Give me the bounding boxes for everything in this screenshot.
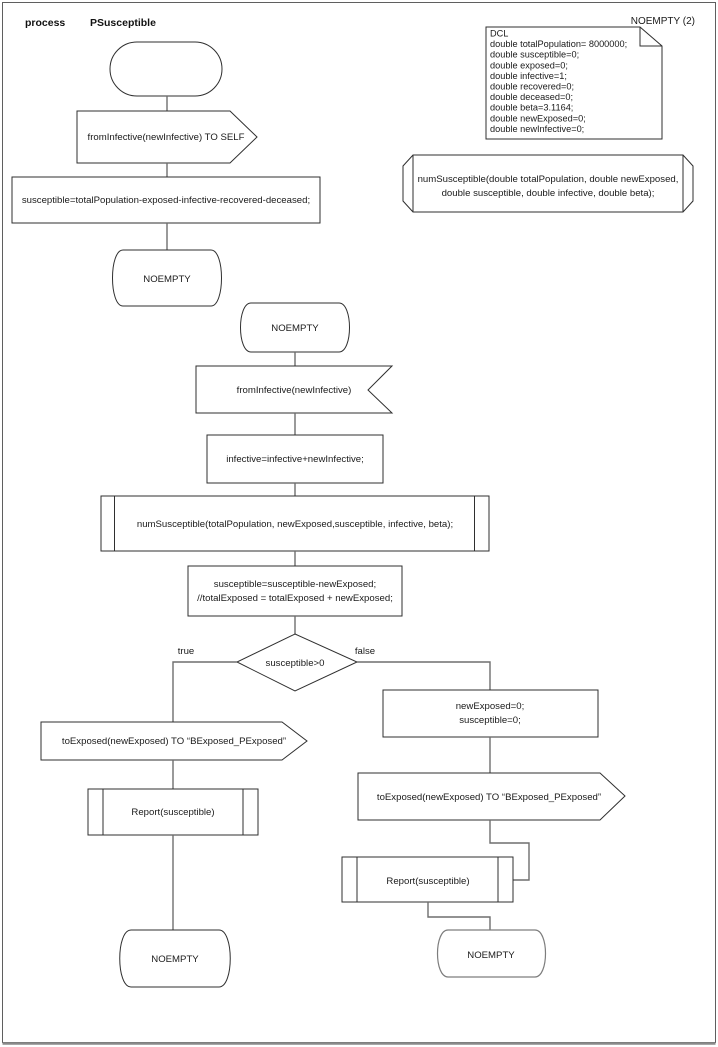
connector xyxy=(427,902,491,930)
dcl-line: double newExposed=0; xyxy=(490,113,586,123)
connector xyxy=(489,820,530,881)
state-noempty-init-shape[interactable] xyxy=(112,249,222,307)
task-reset-false-shape[interactable] xyxy=(382,689,599,738)
dcl-note-shape[interactable] xyxy=(485,26,663,140)
task-reset-false-text: susceptible=0; xyxy=(459,715,521,726)
dcl-line: double newInfective=0; xyxy=(490,124,584,134)
state-noempty-true-shape[interactable] xyxy=(119,929,231,988)
state-noempty-main-text: NOEMPTY xyxy=(271,323,319,334)
output-to-self[interactable]: fromInfective(newInfective) TO SELF xyxy=(76,110,258,164)
task-reset-false-text: newExposed=0; xyxy=(456,701,525,712)
output-to-self-text: fromInfective(newInfective) TO SELF xyxy=(88,132,245,143)
task-infective-text: infective=infective+newInfective; xyxy=(226,454,364,465)
input-from-infective[interactable]: fromInfective(newInfective) xyxy=(195,365,394,414)
dcl-note[interactable]: DCL double totalPopulation= 8000000; dou… xyxy=(485,26,663,140)
dcl-line: double totalPopulation= 8000000; xyxy=(490,39,627,49)
input-from-infective-shape[interactable] xyxy=(195,365,394,414)
dcl-note-fold-icon xyxy=(639,27,662,47)
dcl-line: double beta=3.1164; xyxy=(490,103,573,113)
dcl-line: double exposed=0; xyxy=(490,60,568,70)
procedure-declaration[interactable]: numSusceptible(double totalPopulation, d… xyxy=(402,154,694,213)
task-infective[interactable]: infective=infective+newInfective; xyxy=(206,434,384,484)
state-noempty-main-shape[interactable] xyxy=(240,302,350,353)
procedure-call-numsusceptible[interactable]: numSusceptible(totalPopulation, newExpos… xyxy=(100,495,490,552)
state-noempty-false-shape[interactable] xyxy=(437,929,546,978)
task-update-susceptible-shape[interactable] xyxy=(187,565,403,617)
dcl-line: DCL xyxy=(490,29,508,39)
output-to-exposed-false-shape[interactable] xyxy=(357,772,626,821)
procedure-report-true[interactable]: Report(susceptible) xyxy=(87,788,259,836)
task-infective-shape[interactable] xyxy=(206,434,384,484)
task-update-susceptible-text: susceptible=susceptible-newExposed; xyxy=(214,579,376,590)
state-noempty-main[interactable]: NOEMPTY xyxy=(240,302,350,353)
state-noempty-false[interactable]: NOEMPTY xyxy=(437,929,546,978)
procedure-report-false[interactable]: Report(susceptible) xyxy=(341,856,514,903)
state-noempty-init-text: NOEMPTY xyxy=(143,274,191,285)
output-to-exposed-false[interactable]: toExposed(newExposed) TO “BExposed_PExpo… xyxy=(357,772,626,821)
decision-susceptible-text: susceptible>0 xyxy=(266,658,325,669)
corner-state-label: NOEMPTY (2) xyxy=(631,16,695,27)
connector-false-branch xyxy=(357,661,491,690)
branch-true-label: true xyxy=(178,646,195,657)
procedure-declaration-text: double susceptible, double infective, do… xyxy=(442,188,655,199)
state-noempty-init[interactable]: NOEMPTY xyxy=(112,249,222,307)
output-to-self-shape[interactable] xyxy=(76,110,258,164)
output-to-exposed-false-text: toExposed(newExposed) TO “BExposed_PExpo… xyxy=(377,792,601,803)
dcl-line: double deceased=0; xyxy=(490,92,573,102)
output-to-exposed-true-shape[interactable] xyxy=(40,721,308,761)
procedure-report-false-shape[interactable] xyxy=(341,856,514,903)
dcl-line: double recovered=0; xyxy=(490,82,574,92)
state-noempty-true[interactable]: NOEMPTY xyxy=(119,929,231,988)
state-noempty-true-text: NOEMPTY xyxy=(151,954,199,965)
start-symbol[interactable] xyxy=(109,41,223,97)
process-name-label: PSusceptible xyxy=(90,17,156,29)
task-update-susceptible-text: //totalExposed = totalExposed + newExpos… xyxy=(197,593,393,604)
output-to-exposed-true[interactable]: toExposed(newExposed) TO “BExposed_PExpo… xyxy=(40,721,308,761)
task-init-susceptible-text: susceptible=totalPopulation-exposed-infe… xyxy=(22,195,310,206)
task-reset-false[interactable]: newExposed=0; susceptible=0; xyxy=(382,689,599,738)
procedure-declaration-text: numSusceptible(double totalPopulation, d… xyxy=(418,174,679,185)
process-keyword-label: process xyxy=(25,17,65,29)
branch-false-label: false xyxy=(355,646,375,657)
dcl-line: double susceptible=0; xyxy=(490,50,579,60)
procedure-report-true-text: Report(susceptible) xyxy=(131,807,214,818)
procedure-report-true-shape[interactable] xyxy=(87,788,259,836)
task-update-susceptible[interactable]: susceptible=susceptible-newExposed; //to… xyxy=(187,565,403,617)
input-from-infective-text: fromInfective(newInfective) xyxy=(237,385,352,396)
decision-susceptible-shape[interactable] xyxy=(235,633,359,692)
procedure-report-false-text: Report(susceptible) xyxy=(386,876,469,887)
procedure-call-numsusceptible-shape[interactable] xyxy=(100,495,490,552)
task-init-susceptible[interactable]: susceptible=totalPopulation-exposed-infe… xyxy=(11,176,321,224)
output-to-exposed-true-text: toExposed(newExposed) TO “BExposed_PExpo… xyxy=(62,736,286,747)
connector-true-branch xyxy=(172,661,237,722)
decision-susceptible[interactable]: susceptible>0 xyxy=(235,633,359,692)
procedure-call-numsusceptible-text: numSusceptible(totalPopulation, newExpos… xyxy=(137,519,453,530)
state-noempty-false-text: NOEMPTY xyxy=(467,950,515,961)
task-init-susceptible-shape[interactable] xyxy=(11,176,321,224)
dcl-line: double infective=1; xyxy=(490,71,567,81)
